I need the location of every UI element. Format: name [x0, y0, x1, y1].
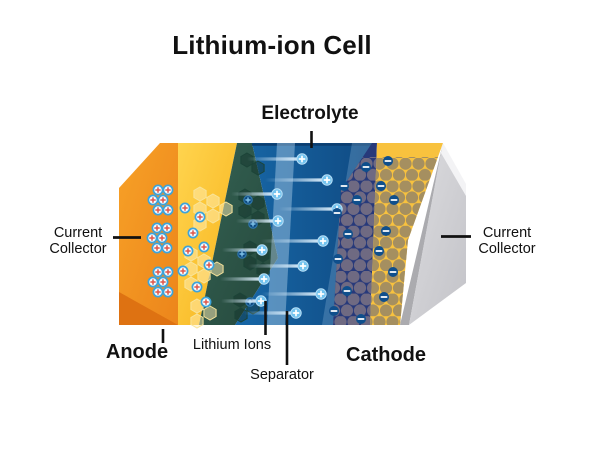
separator-layer — [267, 143, 295, 325]
current-collector-right-label: Current Collector — [457, 225, 557, 257]
current-collector-right-front — [400, 143, 443, 325]
current-collector-right-line2: Collector — [478, 241, 536, 257]
lithium-ions-label: Lithium Ions — [192, 337, 272, 353]
current-collector-left-line2: Collector — [49, 241, 107, 257]
current-collector-left-label: Current Collector — [28, 225, 128, 257]
current-collector-right-top-highlight — [441, 143, 466, 196]
electrolyte-lithium-ions — [220, 152, 344, 320]
leader-lines — [113, 131, 471, 365]
cathode-label: Cathode — [346, 344, 426, 366]
current-collector-right-side — [409, 152, 466, 325]
page-title: Lithium-ion Cell — [172, 30, 372, 60]
anode-label: Anode — [105, 341, 169, 363]
cathode-particles-purple — [333, 157, 377, 325]
current-collector-left-shade — [119, 292, 178, 325]
cathode-particles-tan — [370, 157, 438, 325]
electrolyte-label: Electrolyte — [261, 103, 359, 124]
current-collector-left-line1: Current — [53, 225, 103, 241]
current-collector-right-line1: Current — [482, 225, 532, 241]
cell-layers — [119, 143, 466, 325]
separator-label: Separator — [250, 367, 314, 383]
